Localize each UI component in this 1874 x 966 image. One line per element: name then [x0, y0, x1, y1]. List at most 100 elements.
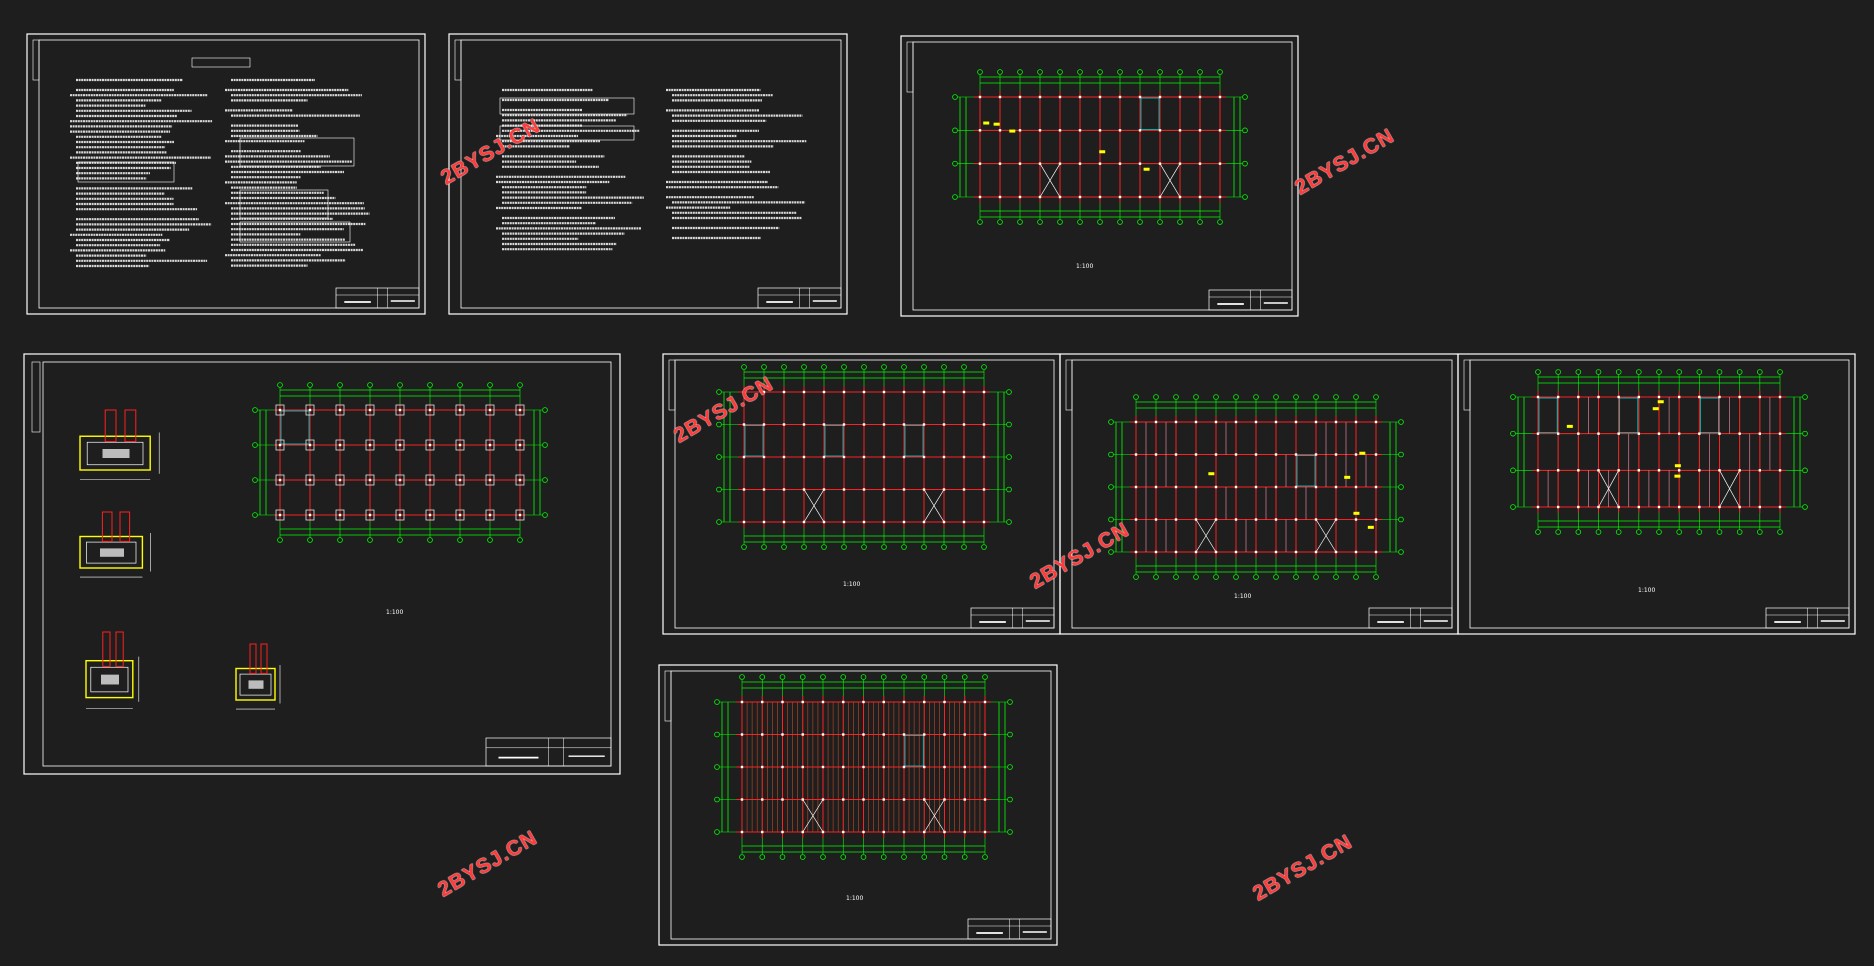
column: [983, 798, 987, 801]
column: [902, 455, 906, 459]
column: [518, 443, 522, 447]
axis-bubble: [1133, 574, 1139, 580]
sheet-beam-plan-a[interactable]: 1:100: [662, 353, 1061, 635]
axis-bubble: [1510, 467, 1516, 474]
axis-bubble: [1293, 394, 1299, 400]
column: [1254, 453, 1258, 456]
column: [1178, 162, 1182, 165]
column: [1174, 485, 1178, 489]
column: [1758, 432, 1762, 435]
column: [978, 129, 982, 132]
sheet-roof-plan[interactable]: 1:100: [658, 664, 1058, 946]
notes-table: [77, 137, 355, 243]
bracing: [923, 799, 945, 833]
column: [1556, 505, 1560, 509]
column: [1158, 129, 1162, 132]
column: [1334, 518, 1338, 521]
column: [761, 700, 764, 704]
axis-bubble: [1007, 764, 1013, 770]
column: [902, 830, 906, 834]
axis-bubble: [1777, 529, 1783, 535]
column: [1154, 485, 1158, 489]
axis-bubble: [1233, 394, 1239, 400]
axis-bubble: [1398, 419, 1404, 425]
column: [1018, 162, 1022, 165]
column: [1294, 550, 1298, 554]
axis-bubble: [921, 364, 927, 370]
footing: [335, 439, 345, 451]
axis-bubble: [1676, 529, 1682, 535]
column: [882, 488, 886, 491]
footing: [305, 404, 315, 416]
axis-bubble: [1636, 369, 1642, 375]
column: [882, 700, 885, 704]
annotation-tag: [1099, 150, 1106, 154]
column: [902, 390, 906, 394]
sheet-design-notes-1[interactable]: [26, 33, 426, 315]
bracing: [1159, 163, 1181, 198]
column: [982, 423, 986, 426]
annotation-tag: [1674, 474, 1681, 478]
column: [902, 765, 906, 769]
column: [1194, 420, 1198, 424]
axis-bubble: [779, 854, 786, 860]
column: [1274, 518, 1278, 521]
axis-bubble: [1017, 219, 1023, 225]
column: [428, 478, 432, 482]
axis-bubble: [952, 194, 958, 200]
axis-bubble: [941, 544, 947, 550]
column: [1334, 420, 1338, 424]
column: [943, 765, 946, 769]
column: [1738, 432, 1741, 435]
sheet-floor-plan-top[interactable]: 1:100: [900, 35, 1299, 317]
axis-bubble: [982, 854, 988, 860]
column: [943, 733, 946, 736]
column: [278, 443, 282, 447]
footing: [485, 439, 495, 451]
bay-outline: [1619, 397, 1639, 434]
bracing: [1315, 519, 1337, 553]
axis-bubble: [1007, 796, 1013, 803]
annotation-tag: [1009, 129, 1016, 133]
column: [1198, 129, 1202, 132]
axis-bubble: [1696, 529, 1703, 535]
column: [1738, 395, 1741, 399]
column: [1194, 485, 1198, 489]
axis-bubble: [542, 442, 548, 448]
column: [802, 390, 806, 394]
column: [762, 455, 766, 459]
column: [1214, 518, 1218, 521]
column: [1214, 453, 1218, 456]
axis-bubble: [840, 674, 847, 680]
column: [1154, 453, 1158, 456]
axis-bubble: [861, 364, 867, 370]
axis-bubble: [1353, 394, 1359, 400]
column: [862, 455, 866, 459]
column: [762, 520, 766, 524]
axis-bubble: [952, 94, 958, 100]
sheet-design-notes-2[interactable]: [448, 33, 848, 315]
column: [1597, 432, 1600, 435]
axis-bubble: [1398, 516, 1404, 523]
axis-bubble: [1716, 529, 1723, 535]
sheet-foundation-plan[interactable]: 1:100: [23, 353, 621, 775]
column: [1058, 195, 1062, 199]
column: [1698, 395, 1701, 399]
column: [1718, 505, 1721, 509]
axis-bubble: [487, 537, 493, 543]
column: [488, 408, 492, 412]
sheet-beam-plan-b[interactable]: 1:100: [1059, 353, 1459, 635]
column: [821, 700, 825, 704]
column: [1078, 162, 1082, 165]
column: [1314, 453, 1318, 456]
column: [882, 765, 885, 769]
notes-table: [499, 97, 635, 141]
axis-bubble: [714, 764, 720, 770]
column: [782, 520, 786, 524]
column: [428, 513, 432, 517]
column: [1134, 453, 1138, 456]
sheet-beam-plan-c[interactable]: 1:100: [1457, 353, 1856, 635]
axis-bubble: [1656, 529, 1662, 535]
footing: [395, 509, 405, 521]
